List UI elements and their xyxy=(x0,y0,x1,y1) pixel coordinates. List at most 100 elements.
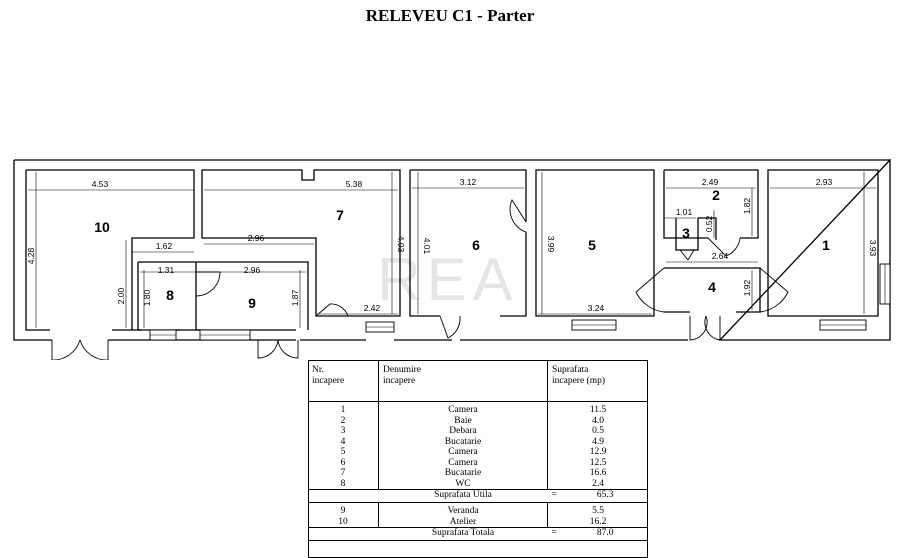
dimension-label: 1.92 xyxy=(742,279,752,296)
header-area-text: Suprafata incapere (mp) xyxy=(552,365,606,386)
row-name: Baie xyxy=(378,415,548,426)
header-area: Suprafata incapere (mp) xyxy=(547,360,648,402)
room-number-10: 10 xyxy=(94,219,110,235)
area-table: Nr. incapere Denumire incapere Suprafata… xyxy=(308,360,648,541)
util-area-row: Suprafata Utila = 65.3 xyxy=(308,489,648,503)
row-nr: 3 xyxy=(308,426,379,437)
dimension-label: 2.96 xyxy=(244,265,261,275)
total-area-label: Suprafata Totala xyxy=(378,527,548,541)
dimension-label: 2.00 xyxy=(116,287,126,304)
dimension-label: 1.62 xyxy=(156,241,173,251)
util-equals: = xyxy=(551,490,557,500)
util-area-value-cell: = 65.3 xyxy=(547,489,648,503)
row-nr: 6 xyxy=(308,457,379,468)
util-area-value: 65.3 xyxy=(596,490,614,500)
row-area: 16.2 xyxy=(589,516,607,527)
row-name: Bucatarie xyxy=(378,468,548,479)
row-area: 11.5 xyxy=(589,405,607,415)
room-number-6: 6 xyxy=(472,237,480,253)
dimension-lines xyxy=(28,172,876,328)
windows xyxy=(149,263,891,341)
row-area: 2.4 xyxy=(592,478,604,489)
floor-plan: REA xyxy=(13,158,891,360)
row-nr: 8 xyxy=(308,478,379,490)
row-area: 4.0 xyxy=(592,415,604,426)
total-area-value: 87.0 xyxy=(596,528,614,538)
total-equals: = xyxy=(551,528,557,538)
total-area-value-cell: = 87.0 xyxy=(547,527,648,541)
window-lines xyxy=(150,264,886,336)
room-number-7: 7 xyxy=(336,207,344,223)
dimension-label: 5.38 xyxy=(346,179,363,189)
row-area: 16.6 xyxy=(589,468,607,478)
dimension-label: 0.52 xyxy=(704,215,714,232)
dimension-label: 4.53 xyxy=(92,179,109,189)
row-nr: 2 xyxy=(308,415,379,426)
row-area: 12.5 xyxy=(589,457,607,468)
row-nr: 4 xyxy=(308,436,379,447)
dimension-label: 4.01 xyxy=(422,238,432,255)
dimension-label: 3.12 xyxy=(460,177,477,187)
row-nr: 9 xyxy=(308,502,379,517)
dimension-label: 1.87 xyxy=(290,289,300,306)
room-number-8: 8 xyxy=(166,287,174,303)
dimension-label: 2.93 xyxy=(816,177,833,187)
header-name-text: Denumire incapere xyxy=(383,365,421,386)
dimension-label: 4.28 xyxy=(26,247,36,264)
room-number-4: 4 xyxy=(708,279,716,295)
total-area-row: Suprafata Totala = 87.0 xyxy=(308,527,648,541)
row-area: 12.9 xyxy=(589,447,607,457)
dimension-label: 2.96 xyxy=(248,233,265,243)
dimension-label: 3.93 xyxy=(868,240,878,257)
room-number-5: 5 xyxy=(588,237,596,253)
room-number-9: 9 xyxy=(248,295,256,311)
row-nr: 1 xyxy=(308,401,379,416)
row-name: Veranda xyxy=(378,502,548,517)
dimension-label: 2.42 xyxy=(364,303,381,313)
row-name: Debara xyxy=(378,426,548,437)
doors xyxy=(51,199,789,360)
header-name: Denumire incapere xyxy=(378,360,548,402)
dimension-label: 4.03 xyxy=(396,236,406,253)
header-nr: Nr. incapere xyxy=(308,360,379,402)
row-name: Camera xyxy=(378,457,548,468)
header-nr-text: Nr. incapere xyxy=(312,365,345,386)
row-name: Bucatarie xyxy=(378,436,548,447)
dimension-label: 3.99 xyxy=(546,236,556,253)
row-nr: 5 xyxy=(308,447,379,458)
room-number-2: 2 xyxy=(712,187,720,203)
util-spacer xyxy=(308,489,379,503)
room-number-3: 3 xyxy=(682,225,690,241)
row-area: 5.5 xyxy=(592,506,604,516)
watermark-logo: REA xyxy=(377,246,518,313)
room-numbers: 10 7 6 5 2 3 1 4 8 9 xyxy=(94,187,830,311)
dimension-label: 2.49 xyxy=(702,177,719,187)
walls xyxy=(13,158,891,341)
row-name: Camera xyxy=(378,401,548,416)
row-name: WC xyxy=(378,478,548,490)
row-nr: 10 xyxy=(308,516,379,528)
dimension-label: 2.64 xyxy=(712,251,729,261)
row-nr: 7 xyxy=(308,468,379,479)
dimension-label: 1.80 xyxy=(142,289,152,306)
table-header: Nr. incapere Denumire incapere Suprafata… xyxy=(308,360,648,402)
dimension-label: 1.31 xyxy=(158,265,175,275)
plan-title: RELEVEU C1 - Parter xyxy=(365,6,535,25)
dimension-labels: 4.53 4.28 1.62 2.00 5.38 2.96 4.03 3.12 … xyxy=(26,177,878,313)
room-number-1: 1 xyxy=(822,237,830,253)
util-area-label: Suprafata Utila xyxy=(378,489,548,503)
dimension-label: 3.24 xyxy=(588,303,605,313)
dimension-label: 1.01 xyxy=(676,207,693,217)
row-area: 0.5 xyxy=(592,426,604,436)
dimension-label: 1.82 xyxy=(742,197,752,214)
